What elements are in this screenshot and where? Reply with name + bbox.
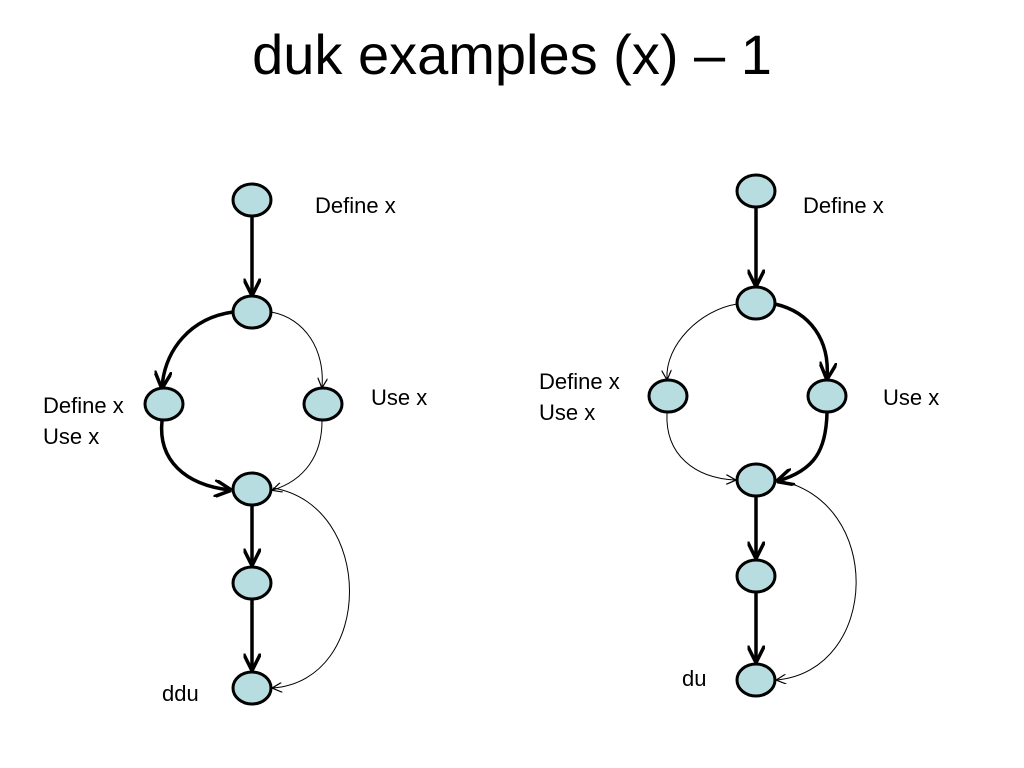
left-node-5 <box>231 471 273 507</box>
left-right-label: Use x <box>371 385 427 410</box>
left-left-label-line1: Define x <box>43 393 124 418</box>
left-node-2 <box>231 294 273 330</box>
right-node-3 <box>647 378 689 414</box>
right-node-1 <box>735 173 777 209</box>
left-node-7 <box>231 670 273 706</box>
right-edge-2-4 <box>774 302 827 378</box>
left-edge-2-4 <box>270 311 322 387</box>
right-edge-5-7 <box>777 479 857 680</box>
left-node-4 <box>302 386 344 422</box>
right-node-6 <box>735 558 777 594</box>
left-graph: Define x Define x Use x Use x ddu <box>43 182 427 706</box>
right-top-label: Define x <box>803 193 884 218</box>
left-left-label-line2: Use x <box>43 424 99 449</box>
right-node-7 <box>735 662 777 698</box>
right-edge-4-5 <box>778 412 829 481</box>
left-edge-3-5 <box>159 420 230 490</box>
right-graph: Define x Define x Use x Use x du <box>539 173 939 698</box>
right-bottom-label: du <box>682 666 706 691</box>
right-edge-3-5 <box>666 412 735 480</box>
left-node-6 <box>231 565 273 601</box>
right-left-label-line1: Define x <box>539 369 620 394</box>
right-node-4 <box>806 378 848 414</box>
right-right-label: Use x <box>883 385 939 410</box>
slide-title: duk examples (x) – 1 <box>252 23 772 86</box>
right-node-5 <box>735 462 777 498</box>
right-left-label-line2: Use x <box>539 400 595 425</box>
left-edge-2-3 <box>162 310 234 387</box>
left-bottom-label: ddu <box>162 681 199 706</box>
left-node-1 <box>231 182 273 218</box>
left-edge-5-7 <box>273 487 350 688</box>
left-node-3 <box>143 386 185 422</box>
left-edge-4-5 <box>273 420 323 490</box>
left-top-label: Define x <box>315 193 396 218</box>
right-edge-2-3 <box>667 303 738 379</box>
right-node-2 <box>735 285 777 321</box>
